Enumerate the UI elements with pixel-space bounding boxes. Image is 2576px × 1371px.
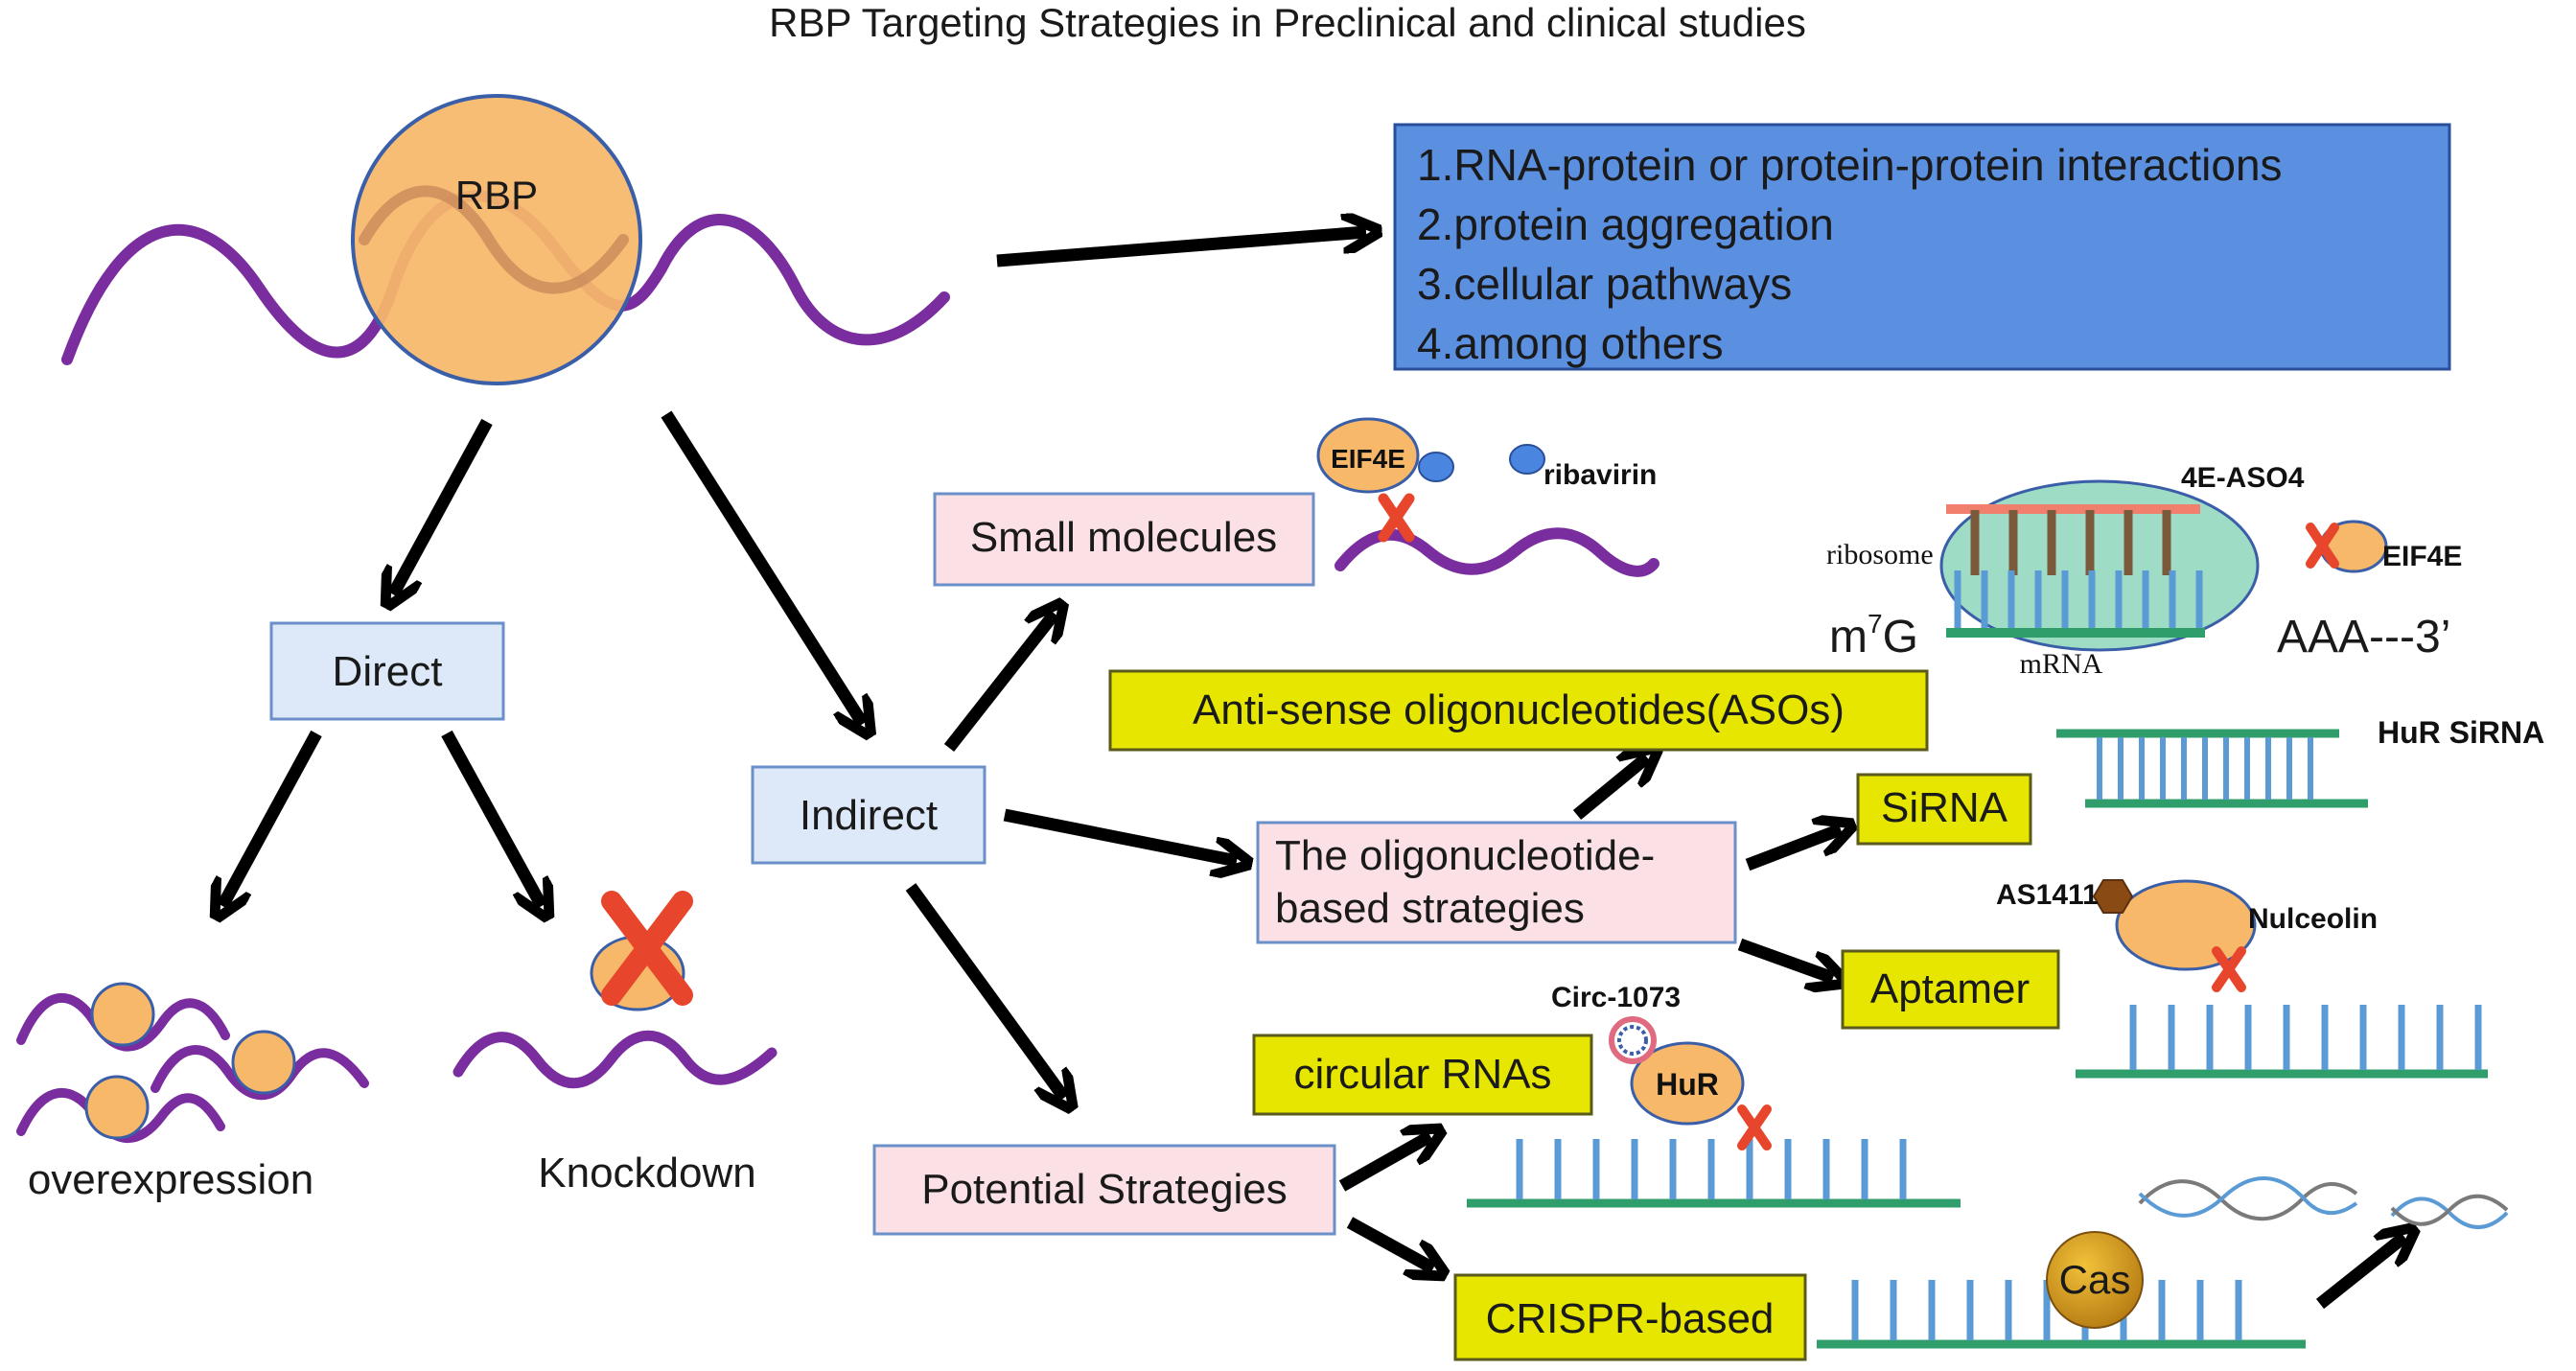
arrow-indirect-to-oligo — [1003, 808, 1237, 861]
as1411-label: AS1411 — [1996, 879, 2099, 911]
node-sirna: SiRNA — [1856, 773, 2032, 846]
ribosome-label: ribosome — [1826, 539, 1934, 570]
eif4e-label: EIF4E — [1331, 444, 1405, 474]
node-potential-strategies: Potential Strategies — [872, 1144, 1336, 1236]
diagram-title: RBP Targeting Strategies in Preclinical … — [769, 0, 1806, 45]
cleaved-dna-icon — [2138, 1176, 2509, 1229]
ribosome-shape — [1939, 479, 2260, 652]
node-crispr: CRISPR-based — [1453, 1273, 1807, 1361]
cas-protein — [2046, 1231, 2144, 1329]
hur-sirna-label: HuR SiRNA — [2378, 715, 2544, 750]
node-small-molecules-label: Small molecules — [970, 514, 1277, 561]
node-aptamer: Aptamer — [1841, 949, 2060, 1030]
aso4-label: 4E-ASO4 — [2181, 462, 2305, 494]
arrow-crispr-result — [2315, 1237, 2404, 1310]
arrow-indirect-to-potential — [905, 883, 1064, 1098]
node-asos-label: Anti-sense oligonucleotides(ASOs) — [1193, 686, 1845, 733]
hur-label: HuR — [1656, 1067, 1719, 1102]
arrow-potential-to-crispr — [1346, 1217, 1433, 1268]
rbp-label: RBP — [455, 173, 538, 218]
node-oligo-label-2: based strategies — [1275, 885, 1585, 932]
hur-cross-icon — [1737, 1104, 1772, 1150]
poly-a-label: AAA---3’ — [2277, 612, 2450, 662]
rbp-circle — [351, 94, 642, 385]
arrow-rbp-to-info — [996, 232, 1366, 267]
crispr-illustration: Cas — [1817, 1176, 2509, 1349]
nucleolin-label: Nulceolin — [2248, 903, 2378, 935]
arrow-rbp-to-direct — [393, 418, 493, 594]
arrow-oligo-to-asos — [1572, 757, 1647, 821]
mrna-label: mRNA — [2020, 648, 2103, 680]
node-potential-label: Potential Strategies — [921, 1166, 1288, 1213]
knockdown-cross-icon — [601, 891, 693, 1006]
node-direct: Direct — [269, 621, 505, 721]
arrow-oligo-to-aptamer — [1737, 938, 1833, 978]
arrow-indirect-to-small-molecules — [943, 614, 1055, 753]
small-molecule-illustration: EIF4E ribavirin — [1316, 417, 1659, 577]
node-indirect: Indirect — [751, 765, 986, 865]
eif4e-cross-icon — [1378, 493, 1415, 543]
m7g-label: m7G — [1829, 609, 1918, 662]
node-sirna-label: SiRNA — [1881, 784, 2008, 831]
node-aptamer-label: Aptamer — [1870, 965, 2030, 1012]
circ1073-label: Circ-1073 — [1551, 982, 1681, 1013]
nucleolin-cross-icon — [2212, 946, 2246, 992]
node-circular-rnas-label: circular RNAs — [1294, 1051, 1552, 1098]
node-crispr-label: CRISPR-based — [1486, 1295, 1775, 1342]
arrow-direct-to-knockdown — [441, 730, 542, 906]
arrow-rbp-to-indirect — [661, 410, 863, 724]
info-line-2: 2.protein aggregation — [1417, 199, 1834, 249]
node-circular-rnas: circular RNAs — [1252, 1034, 1593, 1116]
rbp-illustration: RBP — [61, 94, 950, 385]
overexpression-illustration — [16, 982, 369, 1144]
eif4e-2-label: EIF4E — [2382, 541, 2462, 572]
arrows — [222, 232, 2404, 1310]
node-direct-label: Direct — [333, 648, 443, 695]
arrow-oligo-to-sirna — [1745, 829, 1841, 871]
rna-strand-under-rbp — [359, 185, 629, 294]
node-small-molecules: Small molecules — [933, 492, 1315, 587]
node-indirect-label: Indirect — [800, 792, 938, 839]
as1411-hexagon-icon — [2092, 879, 2134, 914]
info-line-1: 1.RNA-protein or protein-protein interac… — [1417, 140, 2283, 190]
arrow-direct-to-overexpression — [222, 730, 322, 906]
circular-rna-illustration: HuR Circ-1073 — [1467, 982, 1961, 1208]
knockdown-label: Knockdown — [538, 1150, 755, 1197]
aso-ribosome-illustration: 4E-ASO4 ribosome m7G AAA---3’ mRNA EIF4E — [1826, 462, 2462, 680]
node-asos: Anti-sense oligonucleotides(ASOs) — [1108, 669, 1929, 752]
node-oligonucleotide: The oligonucleotide- based strategies — [1256, 821, 1737, 944]
aptamer-illustration: AS1411 Nulceolin — [1996, 879, 2488, 1079]
cas-label: Cas — [2059, 1257, 2131, 1302]
ribavirin-label: ribavirin — [1543, 459, 1657, 491]
knockdown-illustration — [453, 891, 777, 1089]
overexpression-label: overexpression — [28, 1156, 313, 1203]
eif4e-2-cross-icon — [2306, 523, 2339, 569]
info-line-3: 3.cellular pathways — [1417, 259, 1792, 309]
sirna-illustration: HuR SiRNA — [2056, 715, 2544, 808]
info-line-4: 4.among others — [1417, 318, 1724, 368]
arrow-potential-to-circular — [1338, 1136, 1430, 1192]
node-oligo-label-1: The oligonucleotide- — [1275, 832, 1655, 879]
circ-rna-ring-icon — [1609, 1016, 1657, 1064]
mechanism-info-box: 1.RNA-protein or protein-protein interac… — [1393, 123, 2451, 371]
